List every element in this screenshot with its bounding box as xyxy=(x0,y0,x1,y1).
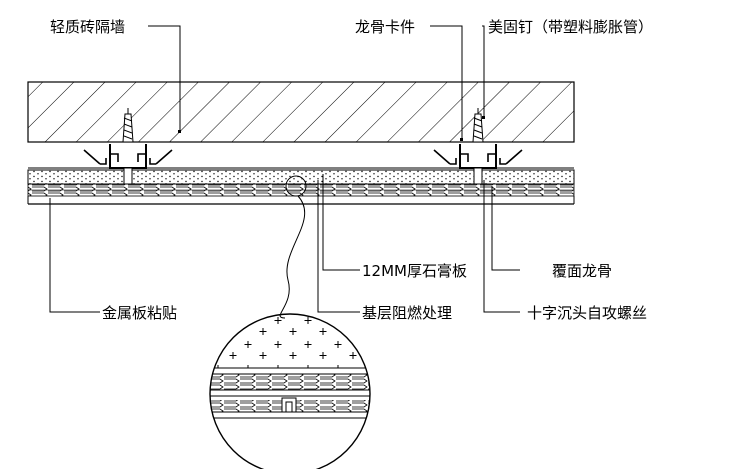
label-gypsum-board: 12MM厚石膏板 xyxy=(362,262,467,280)
label-cover-keel: 覆面龙骨 xyxy=(552,262,612,280)
detail-connector-curve xyxy=(279,195,306,319)
leader-markers xyxy=(178,116,485,141)
label-expansion-nail: 美固钉（带塑料膨胀管） xyxy=(488,18,653,36)
detail-callout-small xyxy=(285,175,307,197)
keel-clip-left xyxy=(83,108,173,185)
brick-wall-layer xyxy=(27,81,575,143)
keel-clip-right xyxy=(433,108,523,185)
label-keel-clip: 龙骨卡件 xyxy=(355,18,415,36)
leader-lines xyxy=(49,25,520,313)
label-cross-screw: 十字沉头自攻螺丝 xyxy=(527,304,647,322)
label-metal-panel: 金属板粘贴 xyxy=(102,304,177,322)
label-fire-retardant: 基层阻燃处理 xyxy=(362,304,452,322)
label-brick-wall: 轻质砖隔墙 xyxy=(50,18,125,36)
enlarged-detail xyxy=(209,313,371,469)
